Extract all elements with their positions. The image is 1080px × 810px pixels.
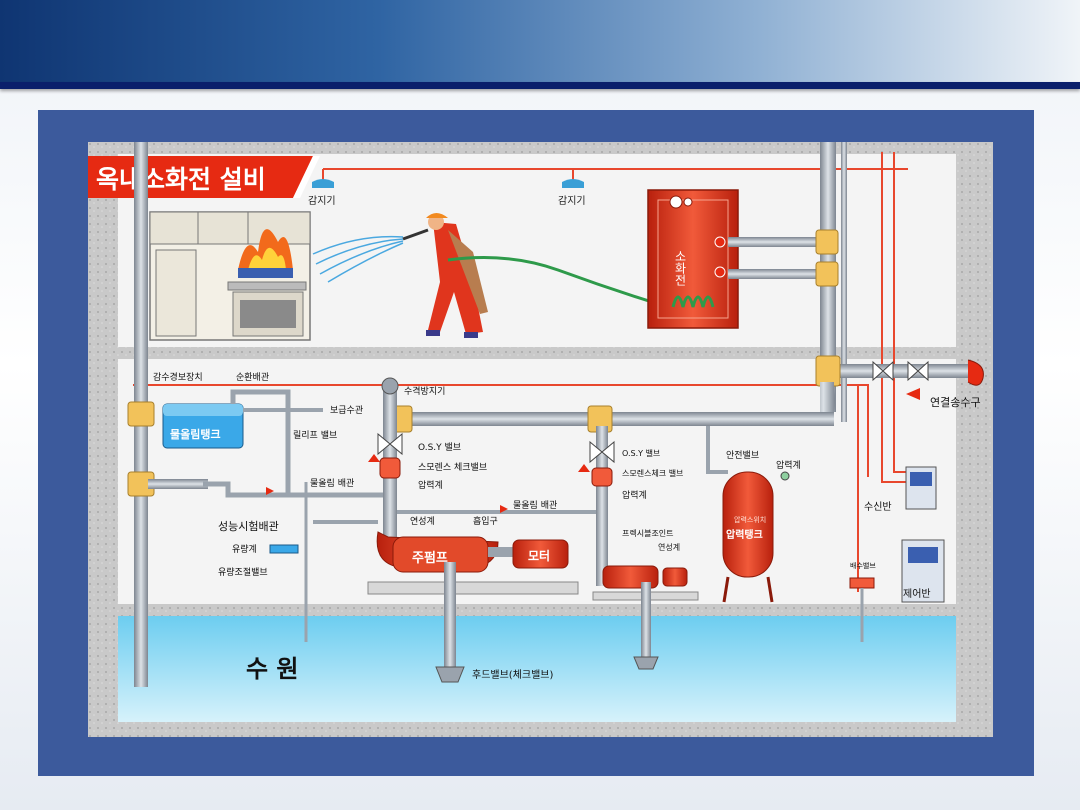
check-valve-main-label: 스모렌스 체크밸브 — [418, 462, 487, 473]
fire-hose — [447, 256, 679, 312]
main-pump-label: 주펌프 — [412, 550, 448, 566]
pressure-switch-label: 압력스위치 — [734, 515, 766, 524]
flexible-joint-label: 프렉시블조인트 — [622, 528, 674, 538]
osy-valve-main — [377, 432, 403, 456]
pressure-gauge-jockey-label: 압력계 — [622, 489, 647, 501]
detector-1-label: 감지기 — [308, 195, 336, 207]
pressure-gauge-main-label: 압력계 — [418, 479, 443, 491]
header-divider — [0, 82, 1080, 89]
suction-port-label: 흡입구 — [473, 515, 498, 527]
pressure-gauge-tank-label: 압력계 — [776, 459, 801, 471]
supply-pipe-label: 보급수관 — [330, 405, 363, 416]
performance-test-pipe-label: 성능시험배관 — [218, 520, 279, 533]
kitchen-illustration — [149, 211, 311, 341]
pressure-tank: 압력탱크 압력스위치 — [722, 471, 774, 603]
motor-label: 모터 — [528, 548, 550, 563]
foot-valve-label: 후드밸브(체크밸브) — [472, 669, 554, 681]
control-panel-label: 제어반 — [903, 588, 931, 600]
fire-dept-connection-label: 연결송수구 — [930, 396, 981, 409]
secondary-riser-pipe — [841, 142, 847, 422]
header-band — [0, 0, 1080, 82]
detector-1: 감지기 — [308, 179, 336, 207]
diagram-title: 옥내소화전 설비 — [96, 165, 266, 194]
safety-valve-label: 안전밸브 — [726, 450, 759, 461]
check-valve-jockey-label: 스모렌스체크 밸브 — [622, 468, 683, 478]
flow-meter-label: 유량계 — [232, 543, 257, 555]
compound-gauge-label: 연성계 — [410, 515, 435, 527]
overflow-pipe-label: 순환배관 — [236, 371, 269, 383]
water-source-label: 수 원 — [246, 655, 299, 683]
priming-tank: 물올림탱크 — [162, 403, 244, 449]
priming-pipe-2-label: 물올림 배관 — [513, 499, 557, 511]
flow-control-valve-label: 유량조절밸브 — [218, 566, 268, 578]
fire-dept-connection-valve — [872, 360, 929, 382]
hydrant-box: 소화전 — [647, 189, 739, 329]
water-spray — [312, 235, 404, 283]
detector-2: 감지기 — [558, 179, 586, 207]
receiver-panel-label: 수신반 — [864, 501, 892, 513]
detector-2-label: 감지기 — [558, 195, 586, 207]
main-pump: 주펌프 모터 — [367, 531, 579, 595]
drain-valve-label: 배수밸브 — [850, 561, 876, 570]
title-banner: 옥내소화전 설비 — [88, 156, 320, 198]
control-panel: 제어반 — [901, 539, 945, 603]
fire-hydrant-system-diagram: 옥내소화전 설비 감지기 감지기 — [88, 142, 993, 737]
priming-tank-label: 물올림탱크 — [170, 427, 221, 441]
receiver-panel: 수신반 — [864, 466, 937, 513]
pressure-tank-label: 압력탱크 — [726, 528, 763, 541]
water-basin — [118, 616, 956, 722]
hydrant-box-label: 소화전 — [673, 250, 687, 286]
low-water-alarm-label: 감수경보장치 — [153, 371, 203, 383]
firefighter-illustration — [402, 213, 488, 338]
osy-valve-jockey-label: O.S.Y 밸브 — [622, 448, 660, 458]
priming-pipe-1-label: 물올림 배관 — [310, 477, 354, 489]
osy-valve-jockey — [589, 440, 615, 464]
water-hammer-label: 수격방지기 — [404, 385, 445, 397]
compound-gauge-jockey-label: 연성계 — [658, 542, 680, 552]
osy-valve-main-label: O.S.Y 밸브 — [418, 442, 461, 453]
relief-valve-label: 릴리프 밸브 — [293, 430, 337, 441]
